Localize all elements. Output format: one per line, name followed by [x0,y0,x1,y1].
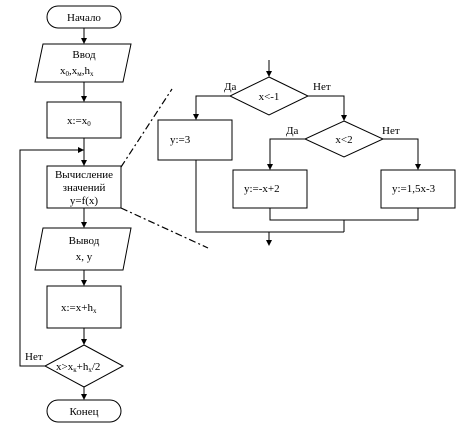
compute-line-1: Вычисление [55,169,113,181]
compute-line-2: значений [63,182,106,194]
init-block: x:=x0 [46,101,122,139]
detail-condition-1: x<-1 [228,76,310,116]
loop-condition: x>xк+hx/2 [43,344,125,388]
detail-condition-1-no: Нет [313,81,331,93]
output-label: Вывод [69,235,100,247]
zoom-line-top [120,88,173,168]
zoom-line-bottom [120,207,209,249]
assign-y-1-5x-minus-3: y:=1,5x-3 [380,169,456,209]
detail-condition-2: x<2 [303,120,385,158]
output-block: Вывод x, y [34,227,132,271]
assign-y-minus-x-plus-2: y:=-x+2 [232,169,308,209]
init-label: x:=x0 [67,115,91,128]
increment-block: x:=x+hx [46,285,122,329]
assign-y-3-label: y:=3 [170,134,191,146]
start-terminator: Начало [46,5,122,29]
detail-condition-2-no: Нет [382,125,400,137]
end-terminator: Конец [46,399,122,423]
input-vars: x0,xм,hx [60,65,94,78]
loop-no-label: Нет [25,351,43,363]
detail-condition-2-yes: Да [286,125,299,137]
start-label: Начало [67,12,101,24]
detail-condition-1-yes: Да [224,81,237,93]
increment-label: x:=x+hx [61,302,97,315]
input-block: Ввод x0,xм,hx [34,43,132,83]
assign-y-3: y:=3 [157,119,233,161]
input-label: Ввод [72,49,96,61]
loop-condition-label: x>xк+hx/2 [56,361,100,374]
detail-condition-2-label: x<2 [335,134,352,146]
compute-block: Вычисление значений y=f(x) [46,165,122,209]
output-vars: x, y [76,251,93,263]
assign-y-1-5x-minus-3-label: y:=1,5x-3 [392,183,436,195]
compute-line-3: y=f(x) [70,195,99,207]
end-label: Конец [70,406,99,418]
detail-condition-1-label: x<-1 [259,91,280,103]
assign-y-minus-x-plus-2-label: y:=-x+2 [244,183,280,195]
